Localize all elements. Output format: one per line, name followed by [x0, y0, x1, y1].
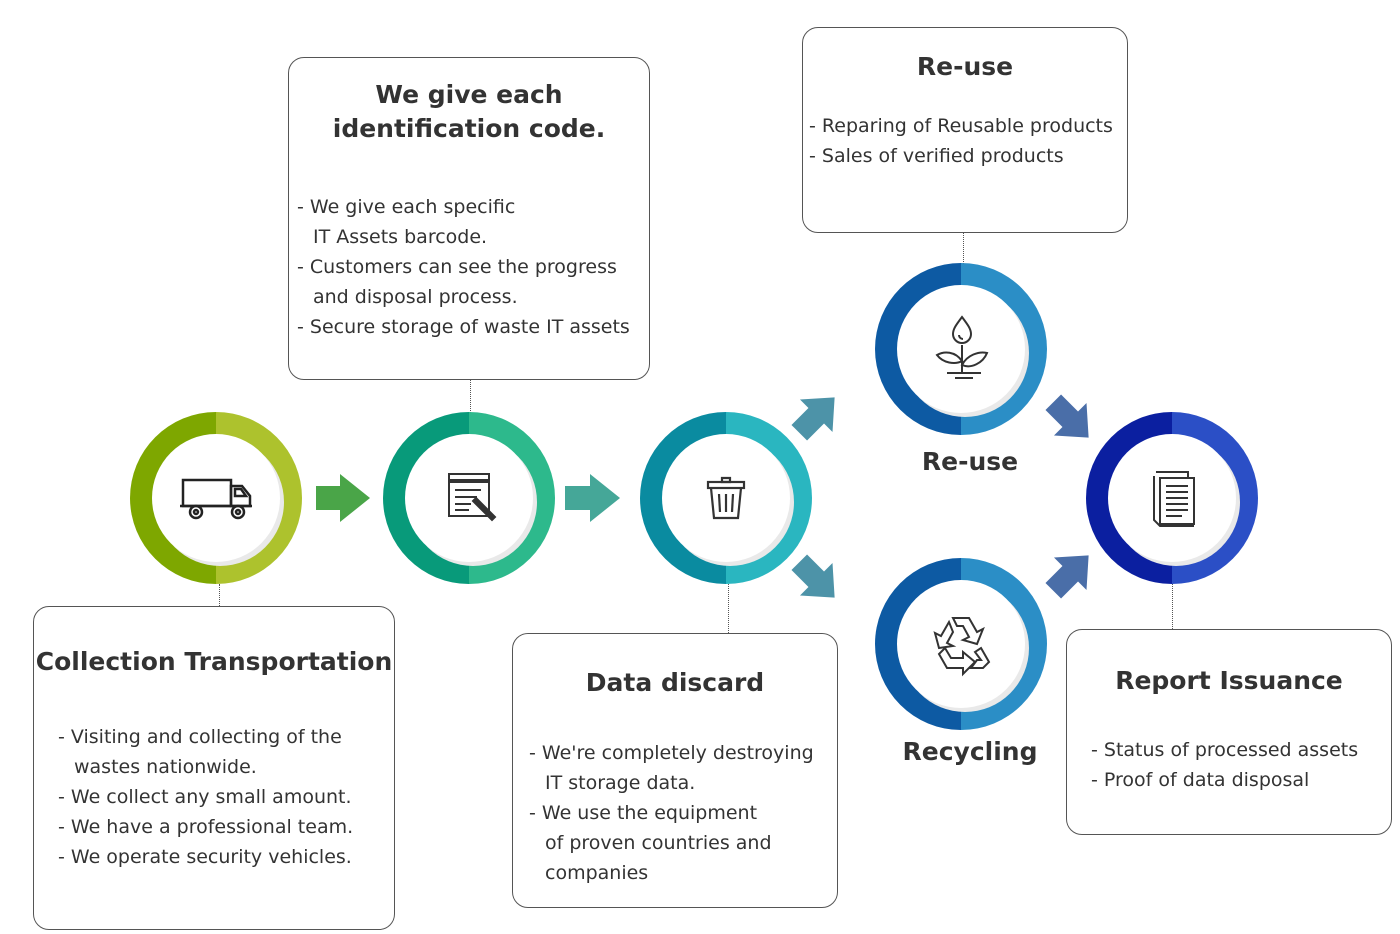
list-item: We're completely destroying IT storage d… — [529, 738, 814, 798]
report-ring — [1086, 412, 1258, 584]
list-item: We have a professional team. — [58, 812, 353, 842]
reuse-ring — [875, 263, 1047, 435]
arrow-reuse-report — [1045, 394, 1089, 438]
list-item: We collect any small amount. — [58, 782, 353, 812]
collection-box: Collection Transportation Visiting and c… — [33, 606, 395, 930]
arrow-collection-identify — [316, 474, 370, 522]
list-item: Visiting and collecting of the wastes na… — [58, 722, 353, 782]
list-item: We operate security vehicles. — [58, 842, 353, 872]
document-icon — [1153, 471, 1195, 527]
discard-title: Data discard — [585, 668, 765, 697]
list-item: Secure storage of waste IT assets — [297, 312, 630, 342]
collection-items: Visiting and collecting of the wastes na… — [58, 722, 353, 872]
report-title: Report Issuance — [1115, 666, 1343, 695]
reuse-label: Re-use — [921, 447, 1019, 476]
arrow-recycling-report — [1045, 555, 1089, 599]
reuse-title: Re-use — [916, 52, 1014, 81]
recycling-ring — [875, 558, 1047, 730]
identify-box: We give each identification code. We giv… — [288, 57, 650, 380]
report-box: Report Issuance Status of processed asse… — [1066, 629, 1392, 835]
discard-ring — [640, 412, 812, 584]
arrow-discard-recycling — [791, 554, 835, 598]
report-items: Status of processed assets Proof of data… — [1091, 735, 1358, 795]
list-item: Reparing of Reusable products — [809, 111, 1113, 141]
list-item: We use the equipment of proven countries… — [529, 798, 814, 888]
identify-title: We give each identification code. — [332, 80, 606, 143]
connector-reuse — [963, 233, 964, 266]
arrow-identify-discard — [565, 474, 620, 522]
plant-water-icon — [935, 315, 989, 379]
recycle-icon — [933, 617, 991, 677]
connector-collection — [219, 584, 220, 606]
identify-ring — [383, 412, 555, 584]
discard-box: Data discard We're completely destroying… — [512, 633, 838, 908]
truck-icon — [180, 478, 252, 520]
list-item: Customers can see the progress and dispo… — [297, 252, 630, 312]
arrow-discard-reuse — [791, 397, 835, 441]
reuse-box: Re-use Reparing of Reusable products Sal… — [802, 27, 1128, 233]
connector-identify — [470, 380, 471, 413]
collection-title: Collection Transportation — [35, 647, 393, 676]
reuse-items: Reparing of Reusable products Sales of v… — [809, 111, 1113, 171]
collection-ring — [130, 412, 302, 584]
barcode-form-icon — [448, 473, 497, 522]
list-item: Sales of verified products — [809, 141, 1113, 171]
trash-can-icon — [706, 476, 746, 520]
list-item: We give each specific IT Assets barcode. — [297, 192, 630, 252]
list-item: Status of processed assets — [1091, 735, 1358, 765]
recycling-label: Recycling — [902, 737, 1038, 766]
discard-items: We're completely destroying IT storage d… — [529, 738, 814, 888]
connector-report — [1172, 584, 1173, 629]
connector-discard — [728, 584, 729, 633]
identify-items: We give each specific IT Assets barcode.… — [297, 192, 630, 342]
list-item: Proof of data disposal — [1091, 765, 1358, 795]
